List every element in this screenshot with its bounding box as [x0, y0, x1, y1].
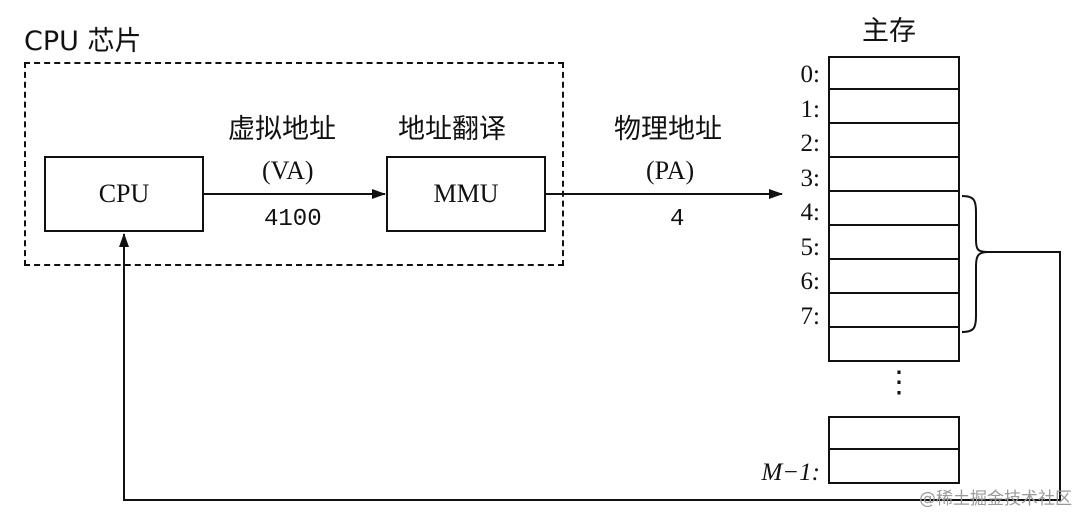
mem-addr-0: 0: [800, 61, 820, 88]
chip-title: CPU 芯片 [24, 26, 142, 57]
mem-addr-3: 3: [800, 165, 820, 192]
memory-array-tail [828, 416, 960, 484]
mem-addr-2: 2: [800, 130, 820, 157]
pa-value: 4 [670, 206, 685, 233]
mem-addr-7: 7: [800, 303, 820, 330]
mem-addr-last: M−1: [761, 459, 820, 486]
mem-addr-6: 6: [800, 268, 820, 295]
memory-cell-m-1 [828, 450, 960, 484]
memory-cell-8 [828, 328, 960, 362]
memory-cell-2 [828, 124, 960, 158]
mem-addr-4: 4: [800, 199, 820, 226]
mmu-caption: 地址翻译 [398, 114, 506, 145]
memory-cell-5 [828, 226, 960, 260]
watermark: @稀土掘金技术社区 [919, 489, 1072, 509]
mmu-box: MMU [386, 156, 546, 232]
va-abbr: (VA) [262, 156, 314, 185]
pa-label: 物理地址 [614, 114, 722, 145]
va-value: 4100 [264, 206, 322, 233]
mem-addr-1: 1: [800, 96, 820, 123]
memory-cell-4 [828, 192, 960, 226]
memory-array [828, 56, 960, 362]
mem-addr-5: 5: [800, 234, 820, 261]
cpu-label: CPU [98, 179, 150, 208]
memory-cell-1 [828, 90, 960, 124]
pa-abbr: (PA) [646, 156, 695, 185]
cpu-box: CPU [44, 156, 204, 232]
va-label: 虚拟地址 [228, 114, 336, 145]
memory-cell-6 [828, 260, 960, 294]
memory-ellipsis: ⋮ [884, 366, 914, 399]
memory-cell-m-2 [828, 416, 960, 450]
mmu-label: MMU [433, 179, 499, 208]
memory-cell-3 [828, 158, 960, 192]
memory-cell-7 [828, 294, 960, 328]
memory-title: 主存 [862, 16, 916, 47]
data-brace [961, 195, 989, 333]
memory-cell-0 [828, 56, 960, 90]
